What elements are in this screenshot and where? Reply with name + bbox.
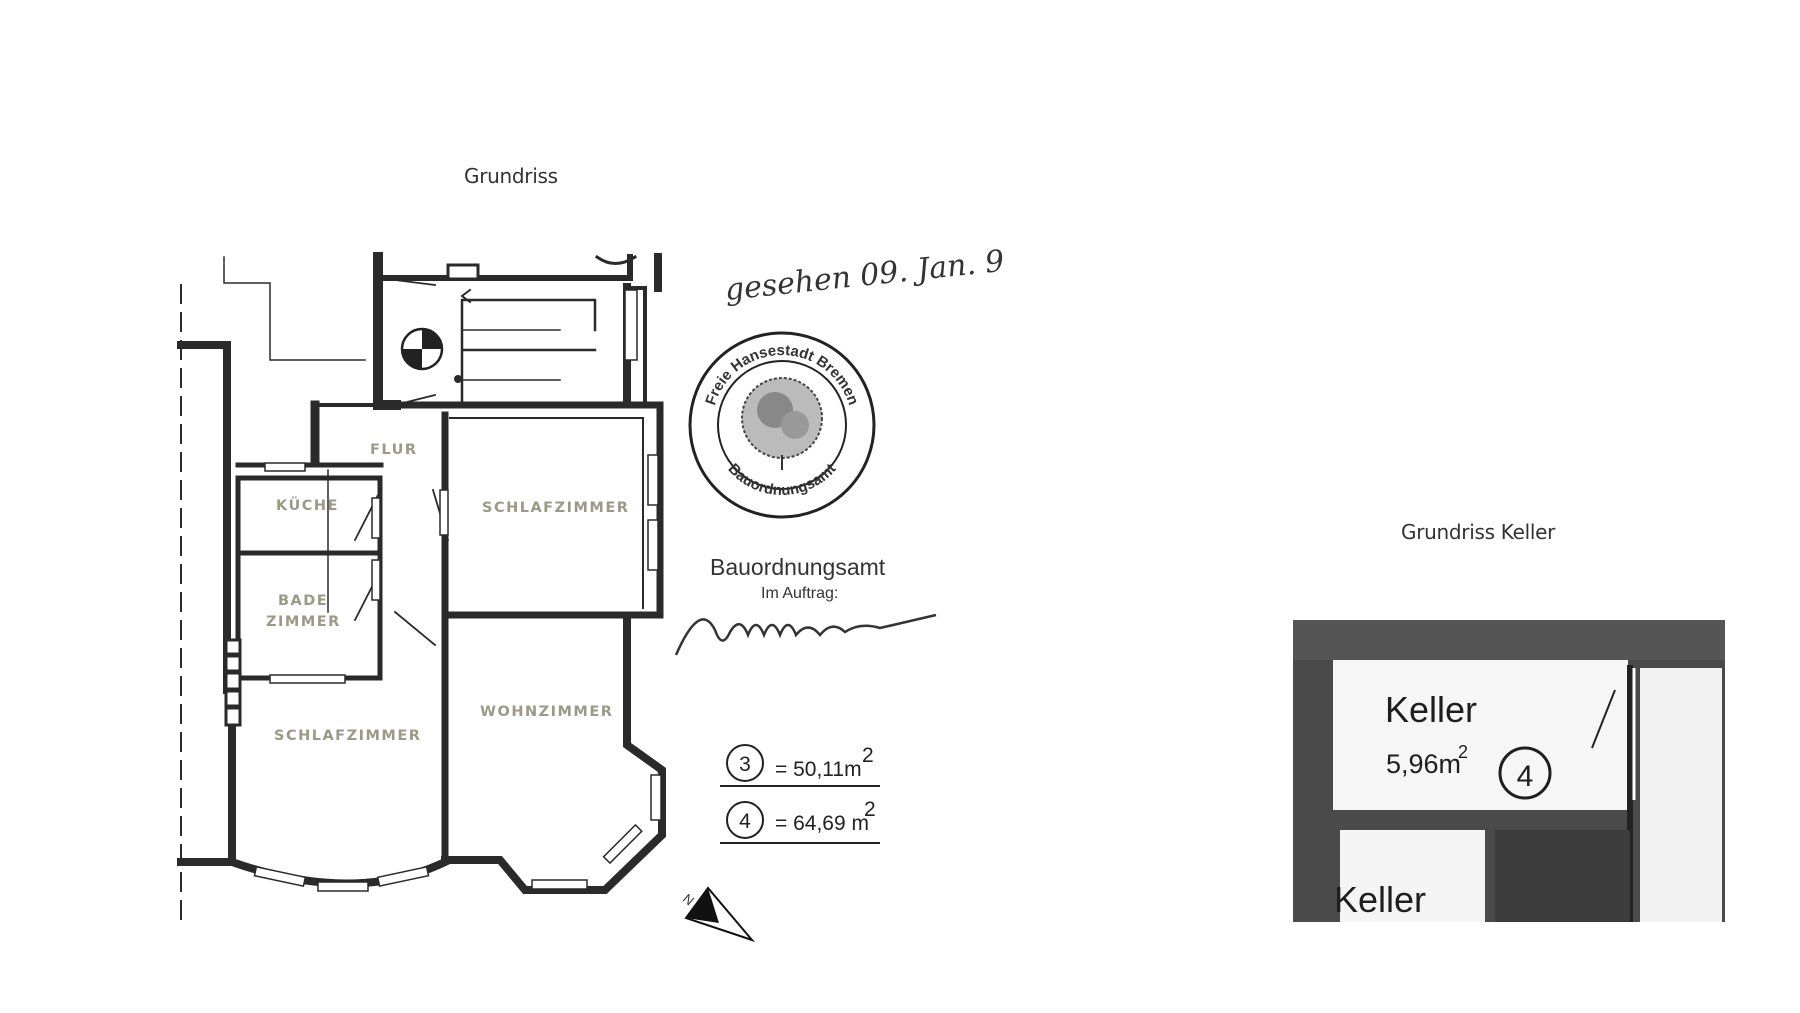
svg-text:= 50,11m: = 50,11m (775, 758, 862, 781)
room-label-flur: FLUR (370, 442, 418, 458)
floor-plan (177, 252, 666, 921)
handwritten-date: gesehen 09. Jan. 9 (723, 244, 1006, 308)
cellar-room-area: 5,96m (1386, 749, 1461, 779)
floorplan-caption: Grundriss (464, 164, 558, 188)
svg-text:3: 3 (739, 753, 751, 776)
cellar-plan (1293, 620, 1725, 924)
cellar-unit-circle (1498, 746, 1552, 800)
room-label-schlafzimmer-right: SCHLAFZIMMER (482, 500, 629, 516)
north-arrow-icon: N (680, 886, 756, 943)
room-label-wohnzimmer: WOHNZIMMER (480, 704, 613, 720)
cellar-unit-number: 4 (1517, 760, 1534, 793)
cellar-room-label-2: Keller (1334, 879, 1426, 920)
svg-text:2: 2 (1458, 742, 1468, 762)
im-auftrag-label: Im Auftrag: (761, 585, 838, 602)
electric-meter-icon (400, 327, 444, 371)
official-seal: Freie Hansestadt Bremen Bauordnungsamt (688, 331, 876, 519)
svg-text:2: 2 (864, 798, 876, 821)
office-label: Bauordnungsamt (710, 554, 886, 580)
svg-text:2: 2 (862, 744, 874, 767)
room-label-bade: BADE (278, 593, 328, 609)
room-label-zimmer: ZIMMER (266, 614, 341, 630)
svg-text:= 64,69 m: = 64,69 m (775, 812, 869, 835)
area-table: 3 = 50,11m 2 4 = 64,69 m 2 (720, 744, 880, 844)
signature-scribble (674, 613, 937, 656)
cellar-plan-caption: Grundriss Keller (1401, 520, 1556, 544)
room-label-kueche: KÜCHE (276, 496, 339, 514)
cellar-room-label: Keller (1385, 689, 1477, 730)
room-label-schlafzimmer-left: SCHLAFZIMMER (274, 728, 421, 744)
svg-text:4: 4 (739, 810, 751, 833)
